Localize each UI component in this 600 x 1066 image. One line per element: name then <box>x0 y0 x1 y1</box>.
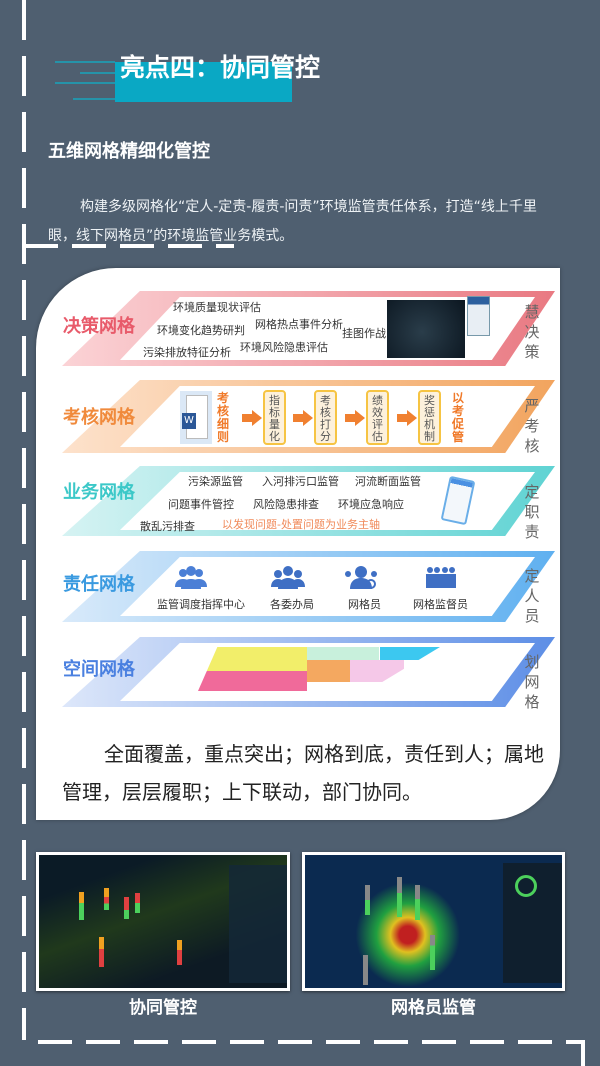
grid-label-assessment: 考核网格 <box>63 407 135 428</box>
summary-text: 全面覆盖，重点突出；网格到底，责任到人；属地管理，层层履职；上下联动，部门协同。 <box>62 742 544 804</box>
assessment-start: 考核细则 <box>217 391 230 444</box>
side-label-spatial: 划网格 <box>524 653 540 711</box>
role-label: 网格监督员 <box>413 598 468 611</box>
title-deco-line <box>55 61 115 63</box>
item: 环境变化趋势研判 <box>157 324 245 337</box>
grid-label-responsibility: 责任网格 <box>63 574 135 595</box>
grid-officer-screenshot <box>302 852 565 991</box>
assessment-end: 以考促管 <box>452 391 465 444</box>
frame-dash-bottom <box>38 1040 584 1044</box>
page-title: 亮点四：协同管控 <box>120 53 321 82</box>
grid-officer-icon <box>345 566 377 589</box>
grid-label-spatial: 空间网格 <box>63 659 135 680</box>
screenshot-caption: 网格员监管 <box>391 998 476 1018</box>
item: 环境风险隐患评估 <box>240 341 328 354</box>
arrow-icon <box>345 410 365 426</box>
frame-dash-left <box>22 0 26 1040</box>
word-document-icon: W <box>180 391 212 444</box>
item: 网格热点事件分析 <box>255 318 343 331</box>
item: 环境质量现状评估 <box>173 301 261 314</box>
section-description: 构建多级网格化“定人-定责-履责-问责”环境监管责任体系，打造“线上千里眼，线下… <box>48 199 537 244</box>
item: 挂图作战 <box>342 327 386 340</box>
step-box: 指标量化 <box>263 390 286 445</box>
step-box: 绩效评估 <box>366 390 389 445</box>
arrow-icon <box>293 410 313 426</box>
collaborative-control-screenshot <box>36 852 290 991</box>
item: 污染源监管 <box>188 475 243 488</box>
item: 污染排放特征分析 <box>143 346 231 359</box>
mobile-thumbnail <box>467 296 490 336</box>
supervisor-icon <box>426 567 456 588</box>
role-label: 监管调度指挥中心 <box>157 598 245 611</box>
grid-label-decision: 决策网格 <box>63 316 135 337</box>
section-title: 五维网格精细化管控 <box>48 141 210 162</box>
team-icon <box>271 566 305 589</box>
role-label: 网格员 <box>348 598 381 611</box>
frame-dash-top <box>24 244 234 248</box>
grid-map-image <box>198 647 440 691</box>
item: 散乱污排查 <box>140 520 195 533</box>
item: 河流断面监管 <box>355 475 421 488</box>
side-label-responsibility: 定人员 <box>524 567 540 625</box>
side-label-assessment: 严考核 <box>524 397 540 455</box>
step-box: 考核打分 <box>314 390 337 445</box>
screenshot-caption: 协同管控 <box>129 998 197 1018</box>
item: 环境应急响应 <box>338 498 404 511</box>
side-label-business: 定职责 <box>524 483 540 541</box>
step-box: 奖惩机制 <box>418 390 441 445</box>
title-deco-line <box>55 82 115 84</box>
title-deco-line <box>80 72 116 74</box>
item: 风险隐患排查 <box>253 498 319 511</box>
side-label-decision: 慧决策 <box>524 303 540 361</box>
title-deco-line <box>73 98 115 100</box>
role-label: 各委办局 <box>270 598 314 611</box>
dashboard-thumbnail <box>387 300 465 358</box>
grid-label-business: 业务网格 <box>63 482 135 503</box>
frame-dash-right <box>581 1040 585 1066</box>
item: 入河排污口监管 <box>262 475 339 488</box>
business-note: 以发现问题-处置问题为业务主轴 <box>222 518 380 531</box>
arrow-icon <box>242 410 262 426</box>
band-decision-inner <box>120 297 535 360</box>
arrow-icon <box>397 410 417 426</box>
title-highlight <box>115 62 292 102</box>
group-icon <box>175 566 207 589</box>
item: 问题事件管控 <box>168 498 234 511</box>
